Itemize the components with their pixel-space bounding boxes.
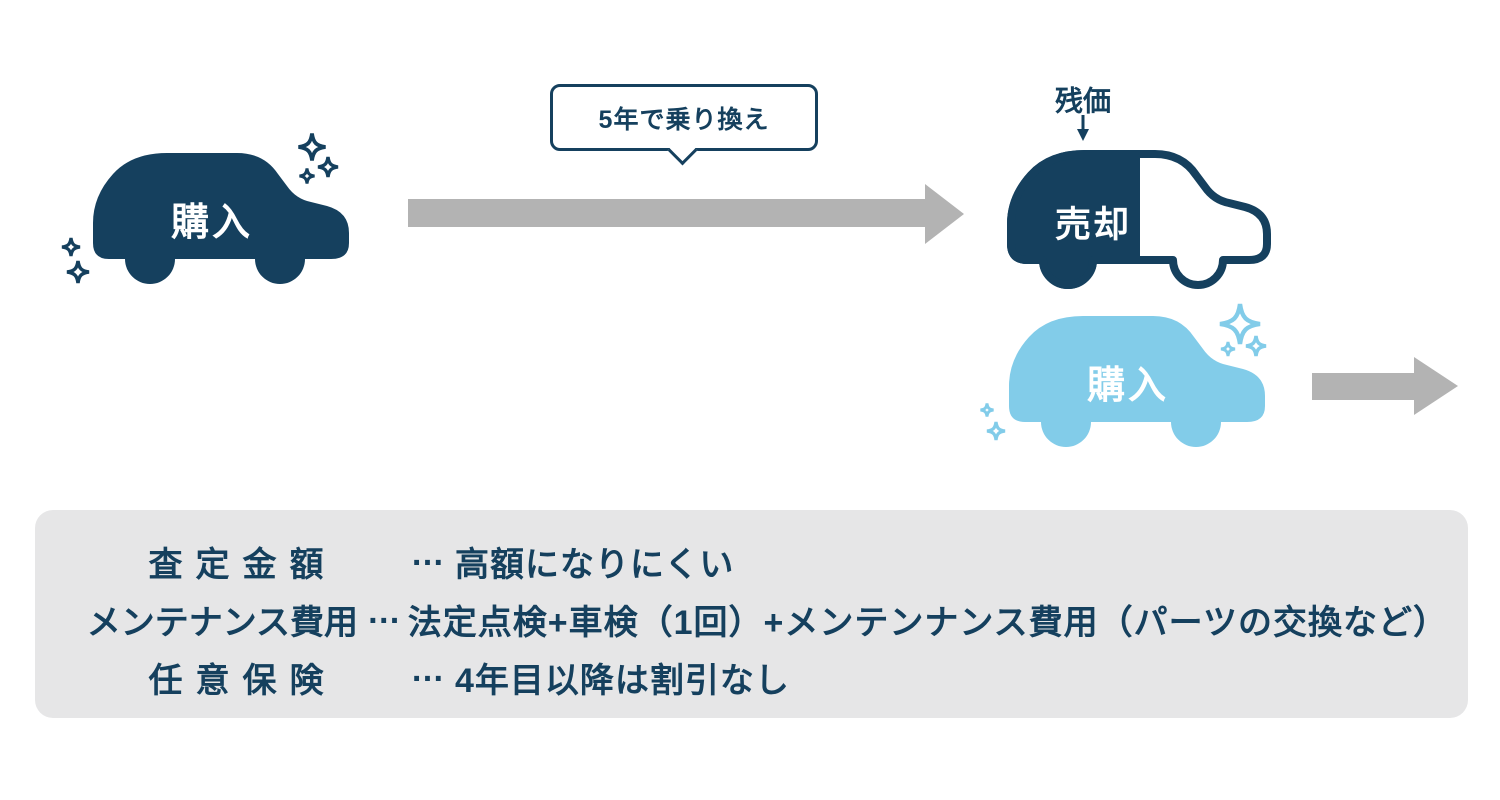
next-cycle-arrow-icon [1312,357,1458,415]
repurchase-label: 購入 [1087,365,1169,407]
sold-car-icon [1007,150,1271,289]
cost-notes-panel: 査定金額 … 高額になりにくい メンテナンス費用 … 法定点検+車検（1回）+メ… [35,510,1468,718]
note-row-assessment: 査定金額 … 高額になりにくい [85,532,1448,590]
sparkle-icons [61,133,339,284]
note-description: 法定点検+車検（1回）+メンテンナンス費用（パーツの交換など） [407,603,1448,642]
purchased-car-icon: 購入 [61,133,349,284]
car-body-shape [1009,316,1265,447]
note-separator: … [366,592,401,631]
sparkle-icons [980,303,1267,441]
swap-speech-bubble: 5年で乗り換え [550,84,818,166]
new-car-icon: 購入 [980,303,1267,447]
car-body-shape [93,153,349,284]
sold-car-group: 残価 売却 [1007,86,1271,289]
note-term: 査定金額 [148,545,337,584]
sell-label: 売却 [1055,204,1131,245]
note-term: 任意保険 [148,661,337,700]
note-description: 4年目以降は割引なし [455,661,790,700]
note-separator: … [410,534,445,573]
purchase-label: 購入 [171,202,253,244]
timeline-arrow-icon [408,184,964,244]
bubble-tail [667,135,698,166]
down-arrow-icon [1077,115,1089,141]
note-term: メンテナンス費用 [86,603,359,642]
note-row-maintenance: メンテナンス費用 … 法定点検+車検（1回）+メンテンナンス費用（パーツの交換な… [85,590,1448,648]
note-row-insurance: 任意保険 … 4年目以降は割引なし [85,648,1448,706]
note-description: 高額になりにくい [455,545,735,584]
swap-bubble-text: 5年で乗り換え [598,105,770,134]
residual-value-label: 残価 [1055,86,1111,117]
note-separator: … [410,650,445,689]
